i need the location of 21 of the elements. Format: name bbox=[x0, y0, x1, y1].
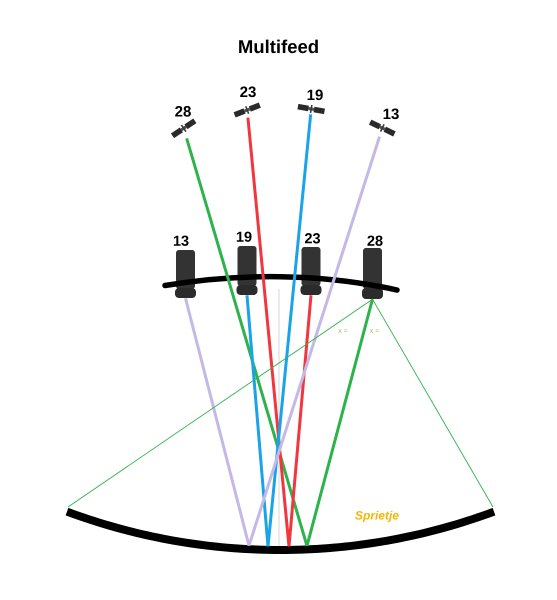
satellite-number: 13 bbox=[384, 108, 399, 120]
signal-ray bbox=[246, 295, 270, 546]
signal-ray bbox=[184, 298, 250, 546]
coverage-line bbox=[372, 298, 494, 508]
signal-ray bbox=[248, 136, 381, 546]
satellite-number: 28 bbox=[175, 106, 191, 117]
satellite-number: 19 bbox=[308, 90, 323, 100]
signal-ray bbox=[266, 114, 312, 547]
title: Multifeed bbox=[239, 40, 318, 54]
signal-ray bbox=[306, 298, 374, 546]
satellite-number: 23 bbox=[240, 86, 256, 98]
signal-ray bbox=[288, 295, 312, 547]
signal-ray bbox=[246, 118, 290, 547]
annotation: Sprietje bbox=[355, 510, 399, 522]
lnb-number: 13 bbox=[174, 236, 189, 246]
coverage-line bbox=[68, 298, 373, 508]
signal-ray bbox=[185, 138, 308, 546]
lnb-number: 19 bbox=[236, 232, 252, 242]
lnb-number: 23 bbox=[304, 233, 320, 244]
dish bbox=[66, 508, 496, 554]
lnb-number: 28 bbox=[367, 236, 383, 246]
